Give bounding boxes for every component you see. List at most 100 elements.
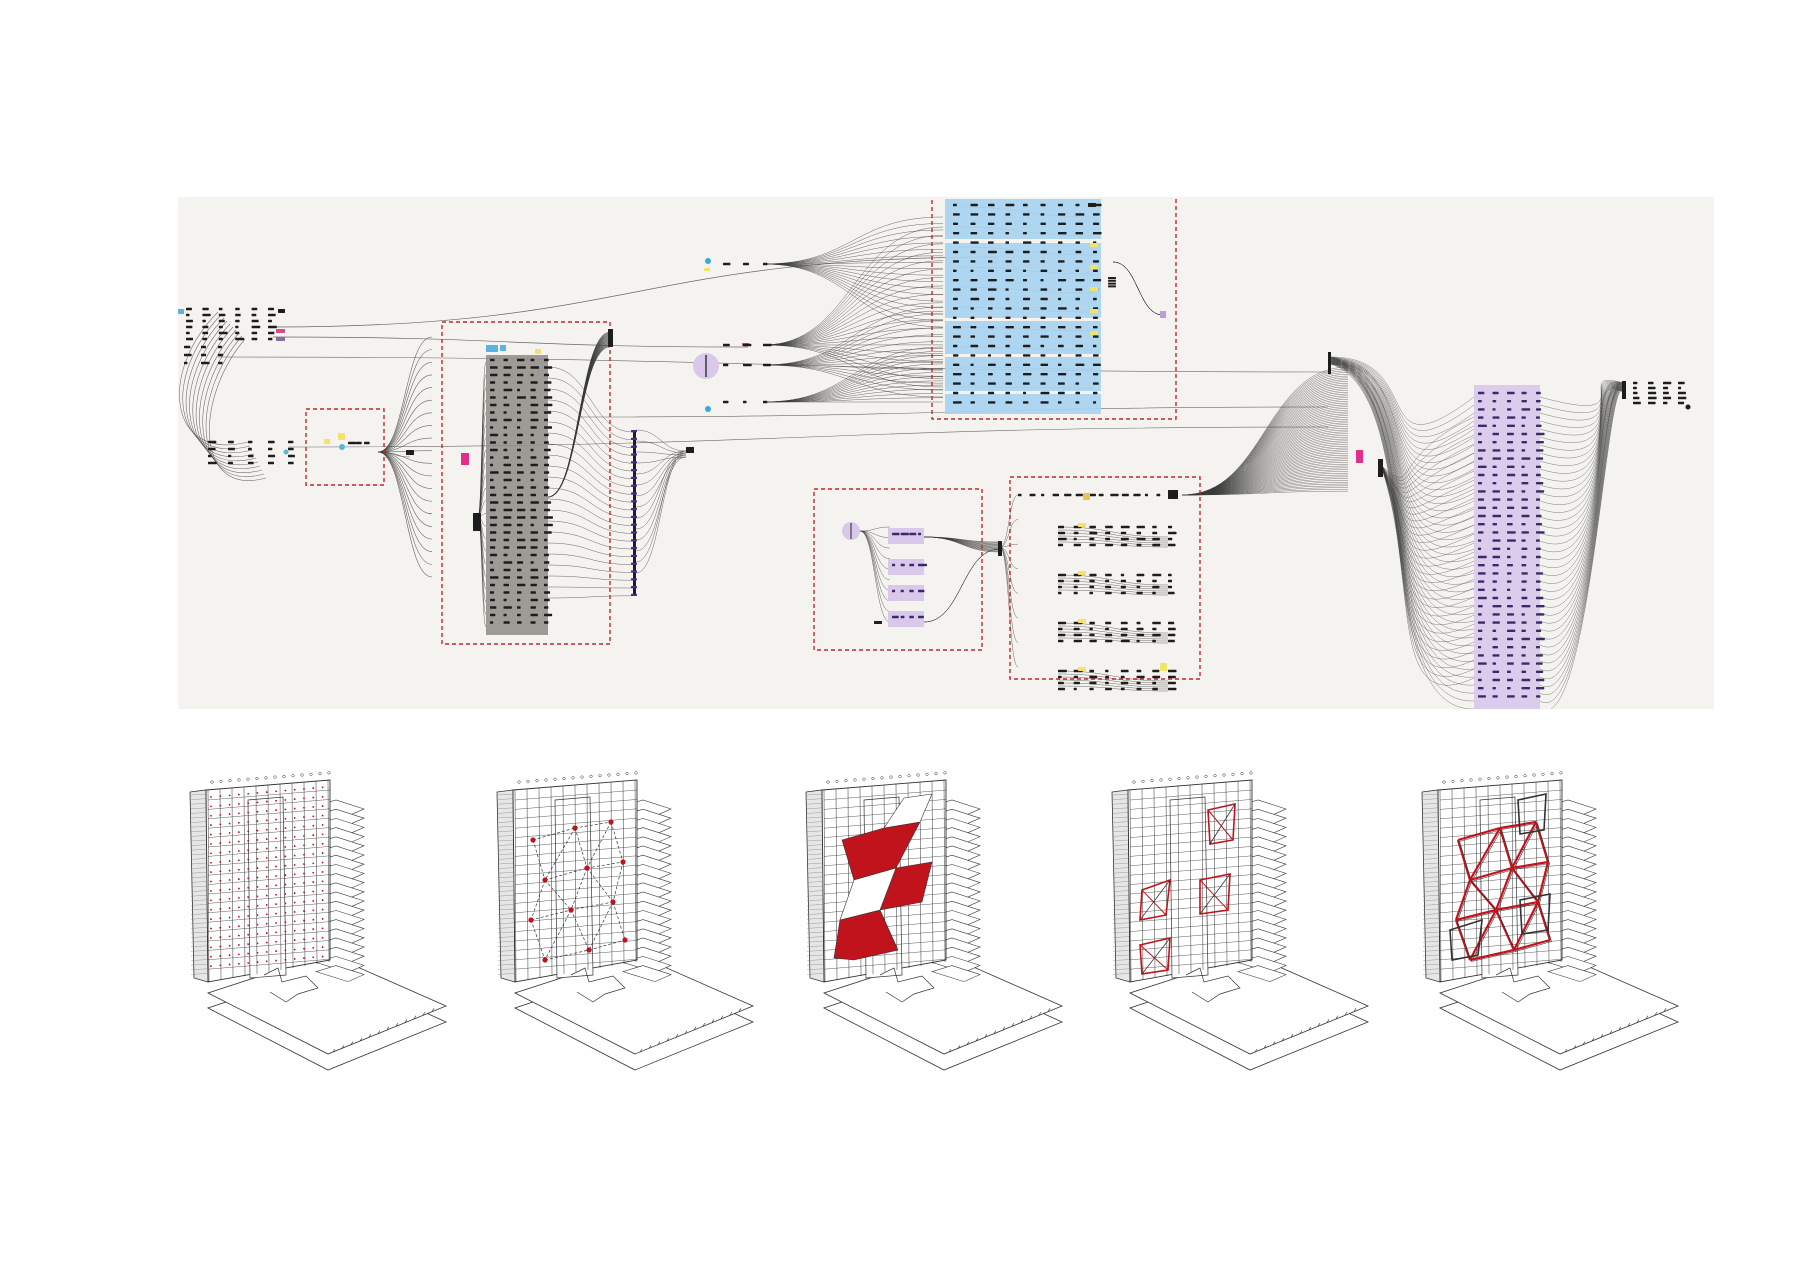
component-node[interactable] bbox=[517, 621, 522, 624]
component-node[interactable] bbox=[1136, 531, 1142, 535]
component-node[interactable] bbox=[1492, 473, 1498, 477]
component-node[interactable] bbox=[918, 589, 925, 593]
component-node[interactable] bbox=[503, 546, 510, 549]
component-node[interactable] bbox=[1073, 585, 1078, 589]
component-node[interactable] bbox=[970, 316, 975, 319]
component-node[interactable] bbox=[1089, 537, 1095, 541]
component-node[interactable] bbox=[503, 403, 510, 407]
component-node[interactable] bbox=[1521, 531, 1529, 534]
component-node[interactable] bbox=[1040, 391, 1050, 395]
component-node[interactable] bbox=[1507, 580, 1512, 583]
merge-node-lilac[interactable] bbox=[1160, 311, 1166, 318]
component-node[interactable] bbox=[544, 516, 553, 519]
component-node[interactable] bbox=[544, 583, 548, 587]
component-node[interactable] bbox=[1040, 344, 1045, 348]
component-node[interactable] bbox=[1144, 493, 1149, 497]
component-node[interactable] bbox=[503, 568, 511, 572]
component-node[interactable] bbox=[970, 373, 975, 376]
component-node[interactable] bbox=[1536, 654, 1543, 657]
list-item-node[interactable] bbox=[631, 492, 637, 495]
param-node-blue[interactable] bbox=[486, 345, 498, 352]
component-node[interactable] bbox=[763, 262, 768, 266]
component-node[interactable] bbox=[544, 538, 548, 542]
output-node[interactable] bbox=[278, 309, 285, 313]
component-node[interactable] bbox=[988, 279, 997, 282]
component-node[interactable] bbox=[953, 241, 959, 244]
component-node[interactable] bbox=[1040, 401, 1049, 404]
panel-node-yellow[interactable] bbox=[1090, 309, 1098, 313]
component-node[interactable] bbox=[1152, 639, 1156, 643]
component-node[interactable] bbox=[503, 516, 512, 519]
component-node[interactable] bbox=[970, 354, 976, 357]
component-node[interactable] bbox=[1168, 633, 1176, 637]
component-node[interactable] bbox=[1478, 596, 1487, 600]
component-node[interactable] bbox=[1492, 465, 1497, 468]
component-node[interactable] bbox=[530, 568, 538, 572]
component-node[interactable] bbox=[1075, 373, 1081, 376]
component-node[interactable] bbox=[953, 307, 958, 310]
component-node[interactable] bbox=[544, 576, 549, 579]
component-node[interactable] bbox=[235, 325, 239, 329]
component-node[interactable] bbox=[953, 288, 961, 291]
component-node[interactable] bbox=[892, 563, 896, 567]
component-node[interactable] bbox=[1478, 408, 1485, 411]
component-node[interactable] bbox=[1507, 400, 1512, 403]
component-node[interactable] bbox=[1075, 401, 1080, 404]
component-node[interactable] bbox=[218, 307, 223, 311]
component-node[interactable] bbox=[1089, 687, 1094, 691]
component-node[interactable] bbox=[909, 589, 914, 593]
component-node[interactable] bbox=[490, 471, 499, 474]
component-node[interactable] bbox=[1492, 498, 1501, 501]
component-node[interactable] bbox=[288, 447, 294, 451]
component-node[interactable] bbox=[1521, 580, 1527, 583]
component-node[interactable] bbox=[517, 373, 524, 377]
component-node[interactable] bbox=[1093, 260, 1099, 263]
component-node[interactable] bbox=[288, 440, 294, 444]
component-node[interactable] bbox=[1507, 637, 1514, 641]
component-node[interactable] bbox=[1040, 354, 1046, 357]
component-node[interactable] bbox=[1064, 493, 1072, 497]
component-node[interactable] bbox=[1089, 543, 1096, 547]
component-node[interactable] bbox=[1058, 307, 1067, 310]
component-node[interactable] bbox=[530, 508, 536, 512]
component-node[interactable] bbox=[1023, 316, 1027, 319]
component-node[interactable] bbox=[1023, 213, 1030, 216]
component-node[interactable] bbox=[1005, 401, 1013, 404]
component-node[interactable] bbox=[1678, 401, 1685, 405]
component-node[interactable] bbox=[1521, 678, 1531, 682]
component-node[interactable] bbox=[1073, 639, 1082, 643]
component-node[interactable] bbox=[503, 538, 510, 542]
component-node[interactable] bbox=[1058, 585, 1062, 589]
component-node[interactable] bbox=[186, 325, 193, 329]
component-node[interactable] bbox=[490, 366, 498, 369]
component-node[interactable] bbox=[517, 561, 524, 564]
component-node[interactable] bbox=[490, 606, 497, 609]
component-node[interactable] bbox=[517, 411, 521, 414]
component-node[interactable] bbox=[1136, 585, 1141, 589]
component-node[interactable] bbox=[1492, 687, 1496, 690]
component-node[interactable] bbox=[503, 561, 513, 564]
component-node[interactable] bbox=[1507, 555, 1511, 559]
component-node[interactable] bbox=[1536, 572, 1544, 575]
component-node[interactable] bbox=[268, 331, 275, 335]
output-node[interactable] bbox=[1108, 277, 1116, 279]
component-node[interactable] bbox=[517, 598, 521, 602]
component-node[interactable] bbox=[186, 319, 193, 323]
component-node[interactable] bbox=[490, 448, 498, 452]
component-node[interactable] bbox=[1521, 646, 1526, 649]
component-node[interactable] bbox=[1075, 232, 1084, 235]
component-node[interactable] bbox=[1507, 547, 1511, 550]
component-node[interactable] bbox=[503, 621, 510, 624]
component-node[interactable] bbox=[1521, 629, 1526, 632]
component-node[interactable] bbox=[490, 396, 496, 399]
component-node[interactable] bbox=[909, 563, 915, 567]
component-node[interactable] bbox=[953, 335, 961, 338]
graft-node[interactable] bbox=[406, 450, 414, 455]
component-node[interactable] bbox=[1058, 344, 1064, 348]
component-node[interactable] bbox=[228, 440, 234, 444]
panel-node-yellow[interactable] bbox=[1090, 265, 1098, 269]
component-node[interactable] bbox=[1075, 288, 1083, 291]
component-node[interactable] bbox=[530, 516, 537, 519]
component-node[interactable] bbox=[1058, 203, 1063, 207]
component-node[interactable] bbox=[1075, 391, 1080, 395]
